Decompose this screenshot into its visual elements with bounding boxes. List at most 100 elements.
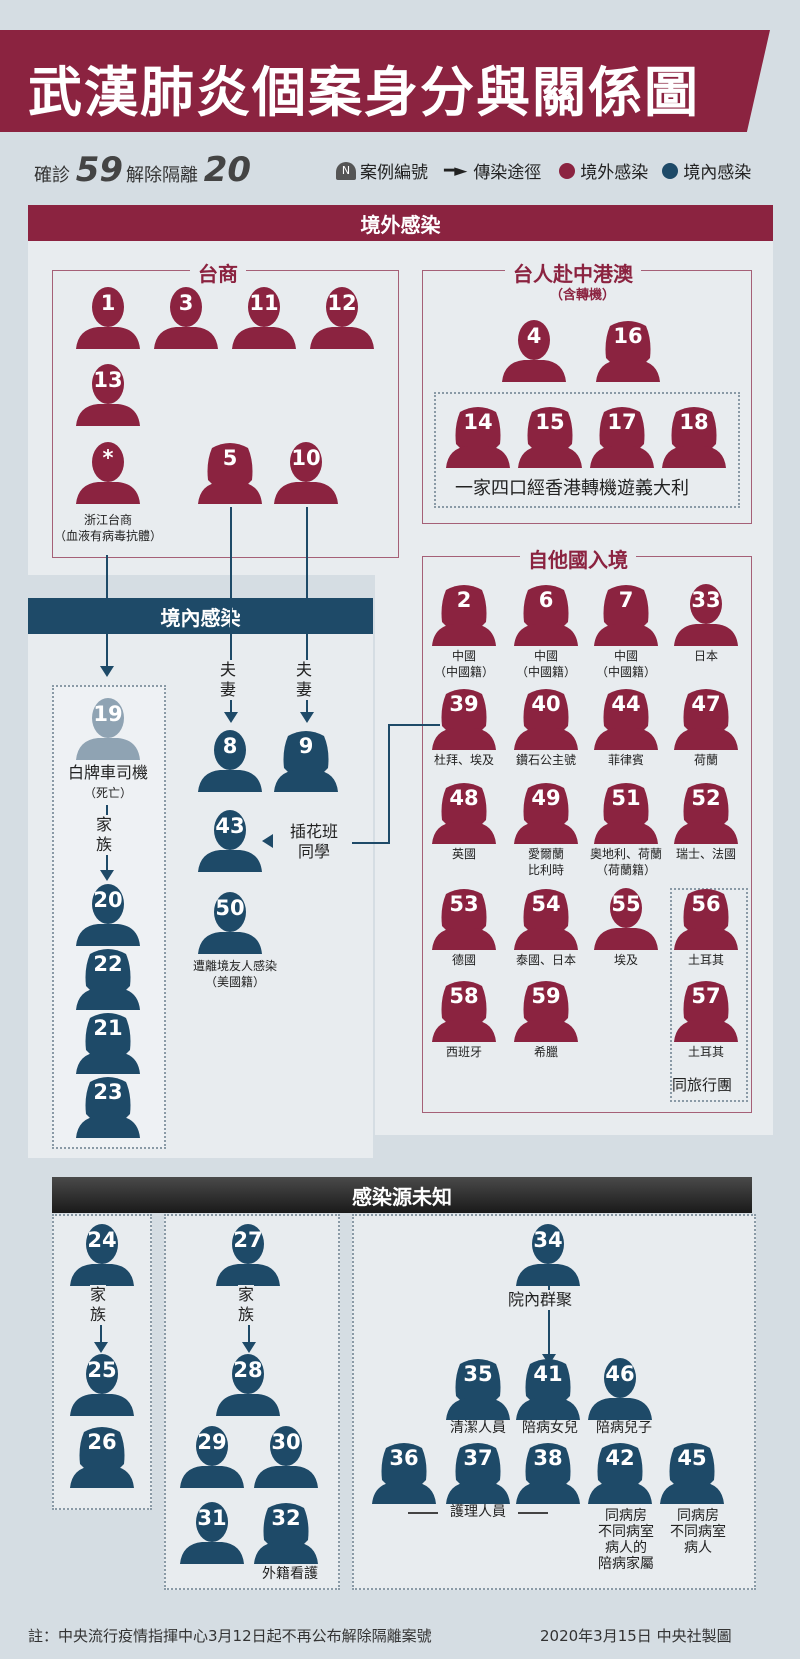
cleaner-label: 清潔人員 (450, 1420, 506, 1436)
case-number: 32 (271, 1506, 301, 1530)
person-4-icon: 4 (498, 318, 570, 382)
arrow-to-20-icon (100, 870, 114, 881)
case-number: 37 (463, 1446, 493, 1470)
couple-label-right: 夫 妻 (296, 660, 313, 700)
family-label-24: 家 族 (90, 1285, 107, 1325)
case-caption: 愛爾蘭 比利時 (527, 847, 564, 877)
case-caption: 西班牙 (445, 1045, 482, 1059)
china-trip-subtitle: （含轉機） (550, 288, 616, 303)
nurse-label: 護理人員 (438, 1504, 518, 1520)
case-number: 24 (87, 1228, 117, 1252)
case-number: 54 (531, 892, 561, 916)
person-17-icon: 17 (586, 404, 658, 468)
person-30-icon: 30 (250, 1424, 322, 1488)
local-section-header: 境內感染 (28, 598, 373, 634)
person-40-icon: 40 (510, 686, 582, 750)
person-45-icon: 45 (656, 1440, 728, 1504)
arrow-to-25-icon (94, 1342, 108, 1353)
person-47-icon: 47 (670, 686, 742, 750)
person-16-icon: 16 (592, 318, 664, 382)
person-2-icon: 2 (428, 582, 500, 646)
case-caption: 荷蘭 (693, 753, 718, 767)
case-number: 16 (613, 324, 643, 348)
person-22-icon: 22 (72, 946, 144, 1010)
title-banner: 武漢肺炎個案身分與關係圖 (0, 30, 770, 132)
taishang-title: 台商 (190, 258, 246, 287)
legend-path: 傳染途徑 (473, 163, 542, 183)
person-42-icon: 42 (584, 1440, 656, 1504)
stats-confirmed: 確診 59 (34, 150, 124, 190)
case-number: 42 (605, 1446, 635, 1470)
case-number: 9 (298, 734, 314, 758)
case-caption: 德國 (451, 953, 476, 967)
person-51-icon: 51 (590, 780, 662, 844)
case-number: 59 (531, 984, 561, 1008)
footer-credit: 2020年3月15日 中央社製圖 (540, 1627, 732, 1645)
family-label-driver: 家 族 (96, 815, 113, 855)
case-number: 56 (691, 892, 721, 916)
case-number: 7 (618, 588, 634, 612)
person-10-icon: 10 (270, 440, 342, 504)
driver-label: 白牌車司機 (67, 763, 148, 782)
case-number: 40 (531, 692, 561, 716)
person-11-icon: 11 (228, 285, 300, 349)
case-number: 14 (463, 410, 493, 434)
case-number: * (102, 446, 114, 470)
case-number: 43 (215, 814, 245, 838)
case-number: 38 (533, 1446, 563, 1470)
case-number: 44 (611, 692, 641, 716)
case-number: 10 (291, 446, 321, 470)
case-caption: 奧地利、荷蘭 （荷蘭籍） (589, 847, 662, 877)
person-9-icon: 9 (270, 728, 342, 792)
person-54-icon: 54 (510, 886, 582, 950)
person-56-icon: 56 (670, 886, 742, 950)
case-number: 25 (87, 1358, 117, 1382)
person-25-icon: 25 (66, 1352, 138, 1416)
case-number: 58 (449, 984, 479, 1008)
case-number: 21 (93, 1016, 123, 1040)
case-caption: 土耳其 (687, 953, 724, 967)
case-number: 41 (533, 1362, 563, 1386)
person-12-icon: 12 (306, 285, 378, 349)
case-number: 47 (691, 692, 721, 716)
case-number: 15 (535, 410, 565, 434)
case-caption: 瑞士、法國 (675, 847, 736, 861)
person-13-icon: 13 (72, 362, 144, 426)
person-53-icon: 53 (428, 886, 500, 950)
cluster-label: 院內群聚 (508, 1290, 573, 1310)
person-18-icon: 18 (658, 404, 730, 468)
person-5-icon: 5 (194, 440, 266, 504)
person-50-icon: 50 (194, 890, 266, 954)
person-32-icon: 32 (250, 1500, 322, 1564)
case-caption: 中國 （中國籍） (433, 649, 494, 679)
family-italy-group (434, 392, 740, 508)
case-number: 57 (691, 984, 721, 1008)
person-55-icon: 55 (590, 886, 662, 950)
person-20-icon: 20 (72, 882, 144, 946)
zhejiang-label: 浙江台商 （血液有病毒抗體） (53, 513, 162, 543)
person-44-icon: 44 (590, 686, 662, 750)
case-number: 29 (197, 1430, 227, 1454)
case-caption: 希臘 (533, 1045, 558, 1059)
arrow-to-28-icon (242, 1342, 256, 1353)
case-caption: 中國 （中國籍） (515, 649, 576, 679)
case-caption: 中國 （中國籍） (595, 649, 656, 679)
line-39-h (388, 724, 440, 726)
line-star-19 (106, 555, 108, 667)
case-caption: 埃及 (613, 953, 638, 967)
case-number: 31 (197, 1506, 227, 1530)
case-number: 23 (93, 1080, 123, 1104)
daughter-label: 陪病女兒 (522, 1420, 578, 1436)
case-number: 49 (531, 786, 561, 810)
case-number: 33 (691, 588, 721, 612)
case-caption: 杜拜、埃及 (433, 753, 494, 767)
case-number: 53 (449, 892, 479, 916)
person-46-icon: 46 (584, 1356, 656, 1420)
case-number: 34 (533, 1228, 563, 1252)
case-number: 50 (215, 896, 245, 920)
imported-panel (28, 205, 773, 575)
case-number: 36 (389, 1446, 419, 1470)
person-6-icon: 6 (510, 582, 582, 646)
page-title: 武漢肺炎個案身分與關係圖 (28, 61, 700, 124)
line-5-8 (230, 507, 232, 712)
